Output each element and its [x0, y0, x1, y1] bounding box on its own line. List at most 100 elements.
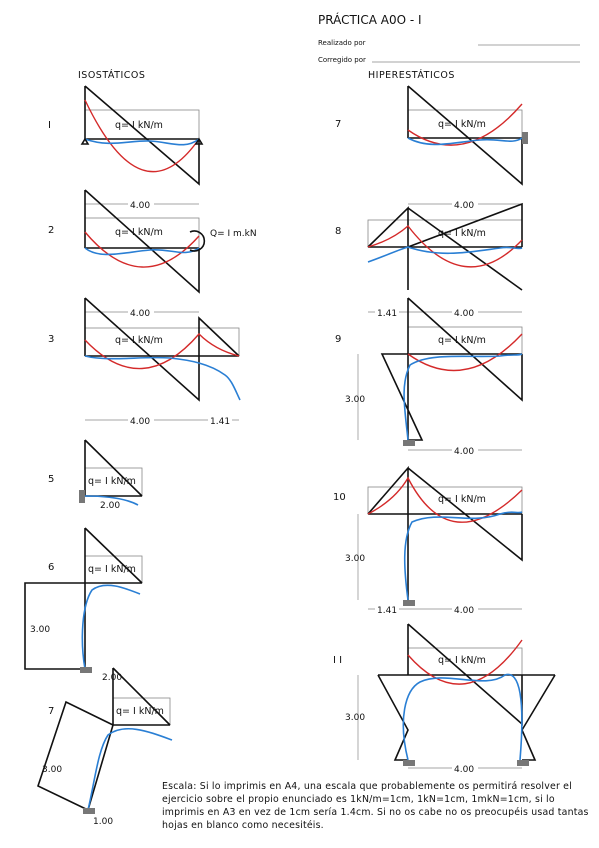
dim-span: 4.00	[130, 417, 150, 427]
done-by-label: Realizado por	[318, 39, 366, 47]
load-label: q= I kN/m	[438, 655, 486, 666]
frame	[84, 527, 143, 669]
load-label: q= I kN/m	[115, 227, 163, 238]
dim-cantilever: 1.41	[377, 606, 397, 616]
dim-height: 3.00	[42, 765, 62, 775]
fixed-support	[80, 667, 92, 673]
dim-span: 4.00	[130, 309, 150, 319]
moment-arrow-icon	[189, 230, 206, 252]
fixed-support	[403, 600, 415, 606]
shear-diagram	[407, 623, 523, 726]
moment-diagram	[367, 224, 523, 268]
dim-height: 3.00	[345, 713, 365, 723]
moment-diagram	[84, 231, 200, 268]
load-label: q= I kN/m	[88, 564, 136, 575]
deformed-shape	[402, 673, 523, 761]
dim-height: 3.00	[345, 395, 365, 405]
moment-label: Q= I m.kN	[210, 229, 257, 239]
footer-note: Escala: Si lo imprimis en A4, una escala…	[162, 781, 589, 831]
load-label: q= I kN/m	[115, 335, 163, 346]
problem-number: 9	[335, 334, 341, 345]
fixed-support	[79, 490, 85, 503]
corrected-by-label: Corregido por	[318, 56, 366, 64]
sheet-title: PRÁCTICA A0O - I	[318, 12, 422, 27]
moment-diagram	[84, 332, 240, 370]
dim-span: 4.00	[454, 309, 474, 319]
dim-span: 4.00	[454, 201, 474, 211]
deformed-shape	[87, 727, 173, 811]
moment-diagram	[407, 639, 523, 685]
shear-diagram-diag	[407, 207, 523, 291]
problem-10: 10 q= I kN/m 3.00 1.41 4.00	[333, 465, 523, 616]
problem-number: 7	[335, 119, 341, 130]
shear-diagram	[407, 85, 523, 186]
problem-number: I I	[333, 655, 342, 666]
load-label: q= I kN/m	[88, 476, 136, 487]
deformed-shape	[84, 138, 200, 146]
problem-number: 7	[48, 706, 54, 717]
dim-unit-span: 1.00	[93, 817, 113, 827]
hyperstatic-heading: HIPERESTÁTICOS	[368, 69, 455, 81]
fixed-support	[83, 808, 95, 814]
deformed-shape	[84, 247, 200, 256]
moment-diagram	[84, 99, 200, 173]
load-label: q= I kN/m	[438, 228, 486, 239]
deformed-shape	[407, 137, 523, 146]
shear-diagram	[367, 465, 523, 562]
supports	[80, 137, 204, 145]
problem-number: 3	[48, 334, 54, 345]
deformed-shape	[84, 495, 139, 506]
dim-span: 4.00	[130, 201, 150, 211]
problem-number: 6	[48, 562, 54, 573]
shear-diagram	[84, 297, 240, 402]
problem-number: 5	[48, 474, 54, 485]
isostatic-heading: ISOSTÁTICOS	[78, 69, 145, 81]
problem-2: 4.00 2 q= I kN/m Q= I m.kN	[48, 189, 257, 294]
dim-short-span: 2.00	[102, 673, 122, 683]
moment-frame	[24, 582, 85, 670]
shear-diagram	[407, 297, 523, 402]
inclined-frame	[37, 700, 114, 811]
dim-height: 3.00	[30, 625, 50, 635]
moment-diagram	[407, 103, 523, 146]
dim-height: 3.00	[345, 554, 365, 564]
problem-11: I I q= I kN/m 3.00 4.00	[333, 623, 556, 775]
problem-number: 8	[335, 226, 341, 237]
dim-short-span: 2.00	[100, 501, 120, 511]
deformed-shape	[403, 353, 523, 441]
deformed-shape	[367, 246, 523, 263]
dim-cantilever: 1.41	[377, 309, 397, 319]
load-label: q= I kN/m	[115, 120, 163, 131]
shear-diagram	[84, 85, 200, 186]
load-label: q= I kN/m	[438, 494, 486, 505]
load-label: q= I kN/m	[438, 119, 486, 130]
load-label: q= I kN/m	[116, 706, 164, 717]
deformed-shape	[403, 511, 523, 601]
shear-diagram	[84, 189, 200, 294]
problem-3: 4.00 3 q= I kN/m 4.00 1.41	[48, 297, 241, 427]
moment-diagram	[367, 476, 523, 523]
fixed-support	[403, 440, 415, 446]
moment-diagram	[407, 333, 523, 372]
fixed-support	[522, 132, 528, 144]
deformed-shape	[84, 355, 241, 401]
problem-1: I q= I kN/m	[48, 85, 204, 186]
fixed-support-right	[517, 760, 529, 766]
frame	[380, 353, 424, 441]
problem-number: 10	[333, 492, 346, 503]
problem-9: 1.41 4.00 9 q= I kN/m 3.00 4.00	[335, 297, 523, 457]
problem-6: 6 q= I kN/m 3.00 2.00	[24, 527, 143, 683]
dim-cantilever: 1.41	[210, 417, 230, 427]
fixed-support-left	[403, 760, 415, 766]
dim-span: 4.00	[454, 765, 474, 775]
dim-span: 4.00	[454, 447, 474, 457]
problem-5: 5 q= I kN/m 2.00	[48, 439, 143, 511]
problem-number: I	[48, 120, 51, 131]
deformed-shape	[81, 584, 141, 670]
problem-number: 2	[48, 225, 54, 236]
problem-7-left: 7 q= I kN/m 3.00 1.00	[37, 667, 173, 827]
problem-7-right: 7 q= I kN/m	[335, 85, 528, 186]
problem-8: 4.00 8 q= I kN/m	[335, 198, 523, 291]
load-label: q= I kN/m	[438, 335, 486, 346]
